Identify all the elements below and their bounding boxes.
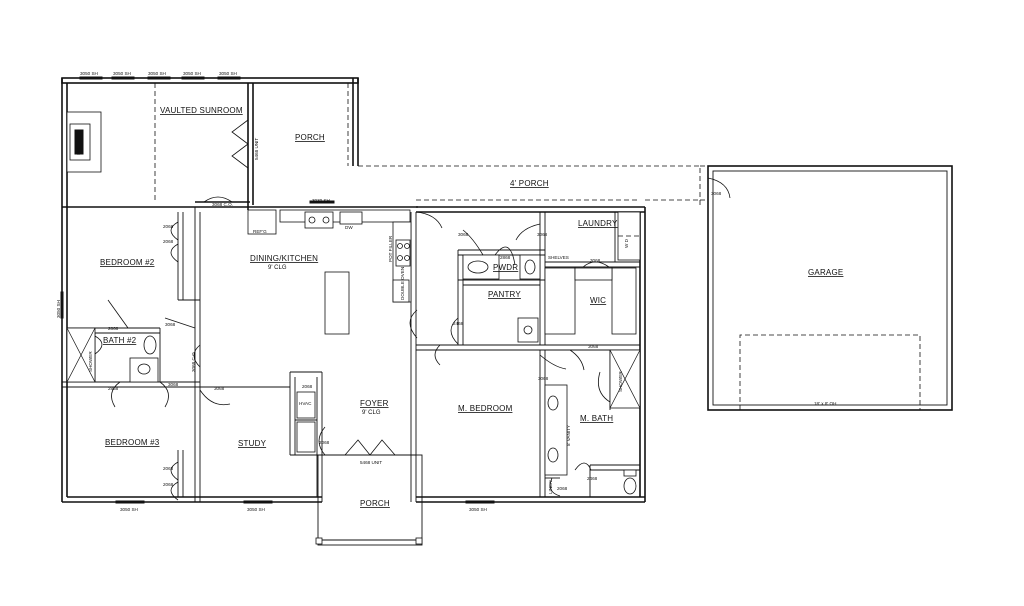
- label-pantry: PANTRY: [488, 290, 521, 299]
- window-label-kitchen: 3030 SH: [312, 198, 330, 203]
- callouts: 3050 SH 3050 SH 3050 SH 3050 SH 3050 SH …: [56, 71, 836, 512]
- door-label-bath2-lower: 2868: [108, 386, 119, 391]
- window-label-top-5: 3050 SH: [219, 71, 237, 76]
- door-label-hvac: 2068: [302, 384, 313, 389]
- windows: [60, 76, 495, 504]
- label-bath2: BATH #2: [103, 336, 137, 345]
- room-labels: VAULTED SUNROOM PORCH 4' PORCH GARAGE BE…: [100, 106, 843, 508]
- label-garage: GARAGE: [808, 268, 843, 277]
- window-label-top-2: 3050 SH: [113, 71, 131, 76]
- label-double-oven: DOUBLE OVEN: [400, 267, 405, 300]
- window-label-bottom-bed3: 3050 SH: [120, 507, 138, 512]
- label-study: STUDY: [238, 439, 267, 448]
- label-dining-kitchen: DINING/KITCHEN: [250, 254, 318, 263]
- label-shelves: SHELVES: [548, 255, 569, 260]
- porches: [154, 83, 921, 546]
- door-label-mbath: 3068: [588, 344, 599, 349]
- label-pot-filler: POT FILLER: [388, 235, 393, 262]
- door-label-mbed-entry: 3068: [458, 232, 469, 237]
- door-label-hall-co: 3068 C.O.: [191, 351, 196, 372]
- door-label-sunroom-unit: 5468 UNIT: [254, 138, 259, 160]
- door-label-pwdr: 2868: [500, 255, 511, 260]
- door-label-front-unit: 5468 UNIT: [360, 460, 382, 465]
- label-bedroom3: BEDROOM #3: [105, 438, 160, 447]
- label-m-bedroom: M. BEDROOM: [458, 404, 513, 413]
- door-label-study: 3068: [214, 386, 225, 391]
- label-refrig: REF'G: [253, 229, 267, 234]
- window-label-top-3: 3050 SH: [148, 71, 166, 76]
- door-label-wic: 3068: [590, 258, 601, 263]
- door-label-bed3-closet-b: 2068: [163, 482, 174, 487]
- label-fireplace: FPL: [76, 146, 81, 155]
- door-label-garage-entry: 3068: [711, 191, 722, 196]
- door-label-bath2-b: 3068: [165, 322, 176, 327]
- label-dining-kitchen-clg: 9' CLG: [268, 265, 287, 271]
- door-label-pantry: 2468: [453, 321, 464, 326]
- door-label-bed3: 3068: [168, 382, 179, 387]
- label-garage-door: 18' x 8' OH: [814, 401, 836, 406]
- window-label-bottom-study: 3050 SH: [247, 507, 265, 512]
- label-dishwasher: DW: [345, 225, 353, 230]
- window-label-top-4: 3050 SH: [183, 71, 201, 76]
- door-label-bed2-closet-a: 2068: [163, 224, 174, 229]
- door-label-bed2-closet-b: 2068: [163, 239, 174, 244]
- door-label-bath2-a: 2868: [108, 326, 119, 331]
- window-label-bottom-mbed: 3050 SH: [469, 507, 487, 512]
- door-label-laundry: 3068: [537, 232, 548, 237]
- label-vanity: 8' VANITY: [566, 425, 571, 446]
- label-foyer-clg: 9' CLG: [362, 410, 381, 416]
- label-porch-top: PORCH: [295, 133, 325, 142]
- door-label-wc: 2468: [587, 476, 598, 481]
- label-4ft-porch: 4' PORCH: [510, 179, 549, 188]
- label-hvac: HVAC: [299, 401, 312, 406]
- interior-walls: [62, 207, 640, 502]
- label-vaulted-sunroom: VAULTED SUNROOM: [160, 106, 243, 115]
- window-label-left: 3050 SH: [56, 300, 61, 318]
- door-label-bed3-closet-a: 2068: [163, 466, 174, 471]
- label-bedroom2: BEDROOM #2: [100, 258, 155, 267]
- label-laundry: LAUNDRY: [578, 219, 618, 228]
- label-linen: LINEN: [548, 480, 553, 494]
- label-shower-bath2: SHOWER: [88, 351, 93, 372]
- label-foyer: FOYER: [360, 399, 389, 408]
- label-washer-dryer: W D: [624, 238, 629, 248]
- label-wic: WIC: [590, 296, 606, 305]
- window-label-top-1: 3050 SH: [80, 71, 98, 76]
- door-swings: [94, 177, 731, 501]
- label-pwdr: PWDR: [493, 263, 518, 272]
- fixtures: [66, 111, 641, 545]
- door-label-mbed: 3068: [538, 376, 549, 381]
- door-label-linen: 2068: [557, 486, 568, 491]
- label-shower-mbath: SHOWER: [618, 371, 623, 392]
- label-porch-front: PORCH: [360, 499, 390, 508]
- door-label-kitchen-co: 3068 C.O.: [212, 202, 233, 207]
- label-m-bath: M. BATH: [580, 414, 613, 423]
- door-label-coat: 2068: [319, 440, 330, 445]
